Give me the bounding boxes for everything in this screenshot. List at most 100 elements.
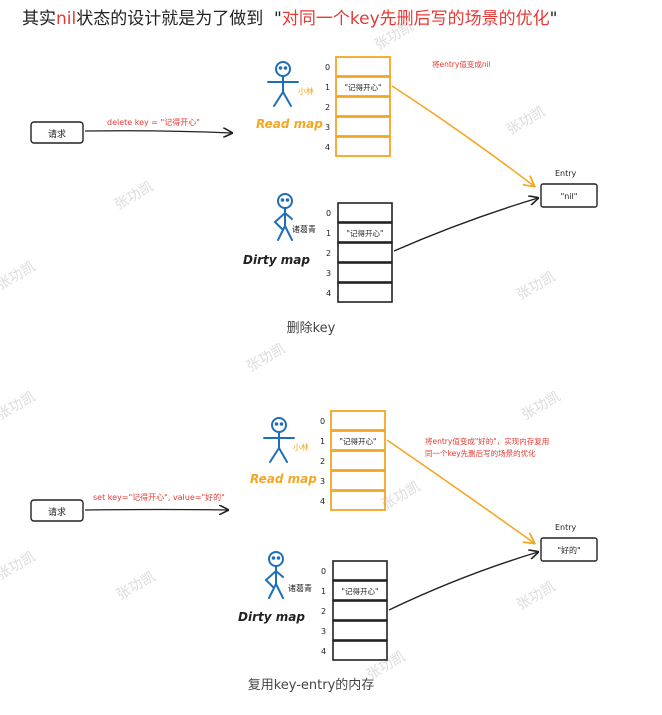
- row-index: 2: [321, 607, 326, 616]
- row-index: 3: [326, 269, 331, 278]
- row-index: 0: [320, 417, 325, 426]
- read-map-person-icon: [263, 417, 295, 463]
- dirty-map-indices: 0 1 2 3 4: [326, 209, 331, 298]
- row-index: 4: [320, 497, 325, 506]
- row-index: 0: [321, 567, 326, 576]
- table-row: [335, 96, 391, 117]
- watermark-text: 张功凯: [112, 179, 156, 214]
- note-line: 同一个key先删后写的场景的优化: [425, 448, 536, 458]
- read-map-title: Read map: [250, 472, 317, 486]
- dirty-map-indices: 0 1 2 3 4: [321, 567, 326, 656]
- heading-quote-close: ": [549, 9, 558, 29]
- row-index: 4: [321, 647, 326, 656]
- dirty-map-row-value: "记得开心": [347, 228, 384, 238]
- watermark-text: 张功凯: [372, 19, 416, 54]
- entry-title: Entry: [555, 169, 577, 178]
- watermark-text: 张功凯: [514, 579, 558, 614]
- row-index: 1: [321, 587, 326, 596]
- request-box: [30, 499, 84, 522]
- read-map-title: Read map: [256, 117, 323, 131]
- table-row: [335, 136, 391, 157]
- dirty-map-title: Dirty map: [238, 610, 305, 624]
- diagram-delete-key: 请求 delete key = "记得开心" 小林 Read map 0 1 2…: [30, 56, 598, 336]
- row-index: 3: [321, 627, 326, 636]
- watermark-text: 张功凯: [0, 259, 38, 294]
- diagram-caption: 复用key-entry的内存: [248, 677, 375, 693]
- diagram-reuse-memory: 请求 set key="记得开心", value="好的" 小林 Read ma…: [30, 410, 598, 693]
- row-index: 2: [325, 103, 330, 112]
- watermark-text: 张功凯: [504, 104, 548, 139]
- entry-value: "nil": [561, 192, 578, 201]
- watermark-text: 张功凯: [244, 341, 288, 376]
- table-row: [335, 56, 391, 77]
- read-map-person-name: 小林: [293, 442, 309, 452]
- table-row: [332, 620, 388, 641]
- dirty-to-entry-arrow: [388, 552, 538, 611]
- table-row: [337, 262, 393, 283]
- read-to-entry-arrow: [386, 439, 534, 543]
- request-label: 请求: [48, 128, 66, 140]
- request-arrow: [84, 510, 228, 511]
- arrow-label: delete key = "记得开心": [107, 117, 200, 127]
- dirty-map-row-value: "记得开心": [342, 586, 379, 596]
- read-to-entry-arrow: [391, 85, 534, 186]
- table-row: [332, 600, 388, 621]
- heading-highlight: 对同一个key先删后写的场景的优化: [281, 9, 550, 29]
- row-index: 3: [325, 123, 330, 132]
- row-index: 0: [326, 209, 331, 218]
- dirty-map-person-icon: [264, 551, 284, 599]
- table-row: [332, 580, 388, 601]
- dirty-map-table: [337, 202, 393, 303]
- heading-prefix: 其实: [22, 9, 56, 29]
- request-label: 请求: [48, 506, 66, 518]
- note-line: 将entry值变成"好的"，实现内存复用: [425, 436, 549, 446]
- row-index: 0: [325, 63, 330, 72]
- dirty-map-table: [332, 560, 388, 661]
- read-map-row-value: "记得开心": [340, 436, 377, 446]
- row-index: 3: [320, 477, 325, 486]
- table-row: [330, 490, 386, 511]
- table-row: [330, 450, 386, 471]
- read-map-table: [335, 56, 391, 157]
- row-index: 4: [326, 289, 331, 298]
- read-map-indices: 0 1 2 3 4: [325, 63, 330, 152]
- heading-quote-open: ": [274, 9, 282, 29]
- row-index: 1: [320, 437, 325, 446]
- request-arrow: [84, 131, 232, 133]
- dirty-map-person-name: 诸葛青: [292, 224, 316, 234]
- table-row: [332, 640, 388, 661]
- heading-nil-word: nil: [56, 9, 77, 29]
- dirty-to-entry-arrow: [393, 198, 538, 252]
- table-row: [337, 242, 393, 263]
- note-line: 将entry值变成nil: [432, 59, 491, 69]
- row-index: 2: [320, 457, 325, 466]
- entry-box: [540, 183, 598, 208]
- row-index: 1: [325, 83, 330, 92]
- read-map-row-value: "记得开心": [345, 82, 382, 92]
- table-row: [337, 222, 393, 243]
- table-row: [330, 430, 386, 451]
- read-map-indices: 0 1 2 3 4: [320, 417, 325, 506]
- watermark-text: 张功凯: [114, 569, 158, 604]
- table-row: [335, 116, 391, 137]
- read-map-person-name: 小林: [298, 86, 314, 96]
- arrow-label: set key="记得开心", value="好的": [93, 492, 225, 502]
- table-row: [335, 76, 391, 97]
- watermark-text: 张功凯: [519, 389, 563, 424]
- dirty-map-title: Dirty map: [243, 253, 310, 267]
- heading-middle: 状态的设计就是为了做到: [76, 9, 264, 29]
- entry-value: "好的": [557, 545, 580, 555]
- watermark-text: 张功凯: [0, 549, 38, 584]
- page-heading: 其实nil状态的设计就是为了做到 "对同一个key先删后写的场景的优化": [22, 4, 557, 29]
- read-map-table: [330, 410, 386, 511]
- table-row: [337, 282, 393, 303]
- watermark-text: 张功凯: [0, 389, 38, 424]
- entry-box: [540, 537, 598, 562]
- row-index: 2: [326, 249, 331, 258]
- table-row: [330, 470, 386, 491]
- read-map-person-icon: [267, 61, 299, 107]
- request-box: [30, 121, 84, 144]
- row-index: 1: [326, 229, 331, 238]
- watermark-text: 张功凯: [514, 269, 558, 304]
